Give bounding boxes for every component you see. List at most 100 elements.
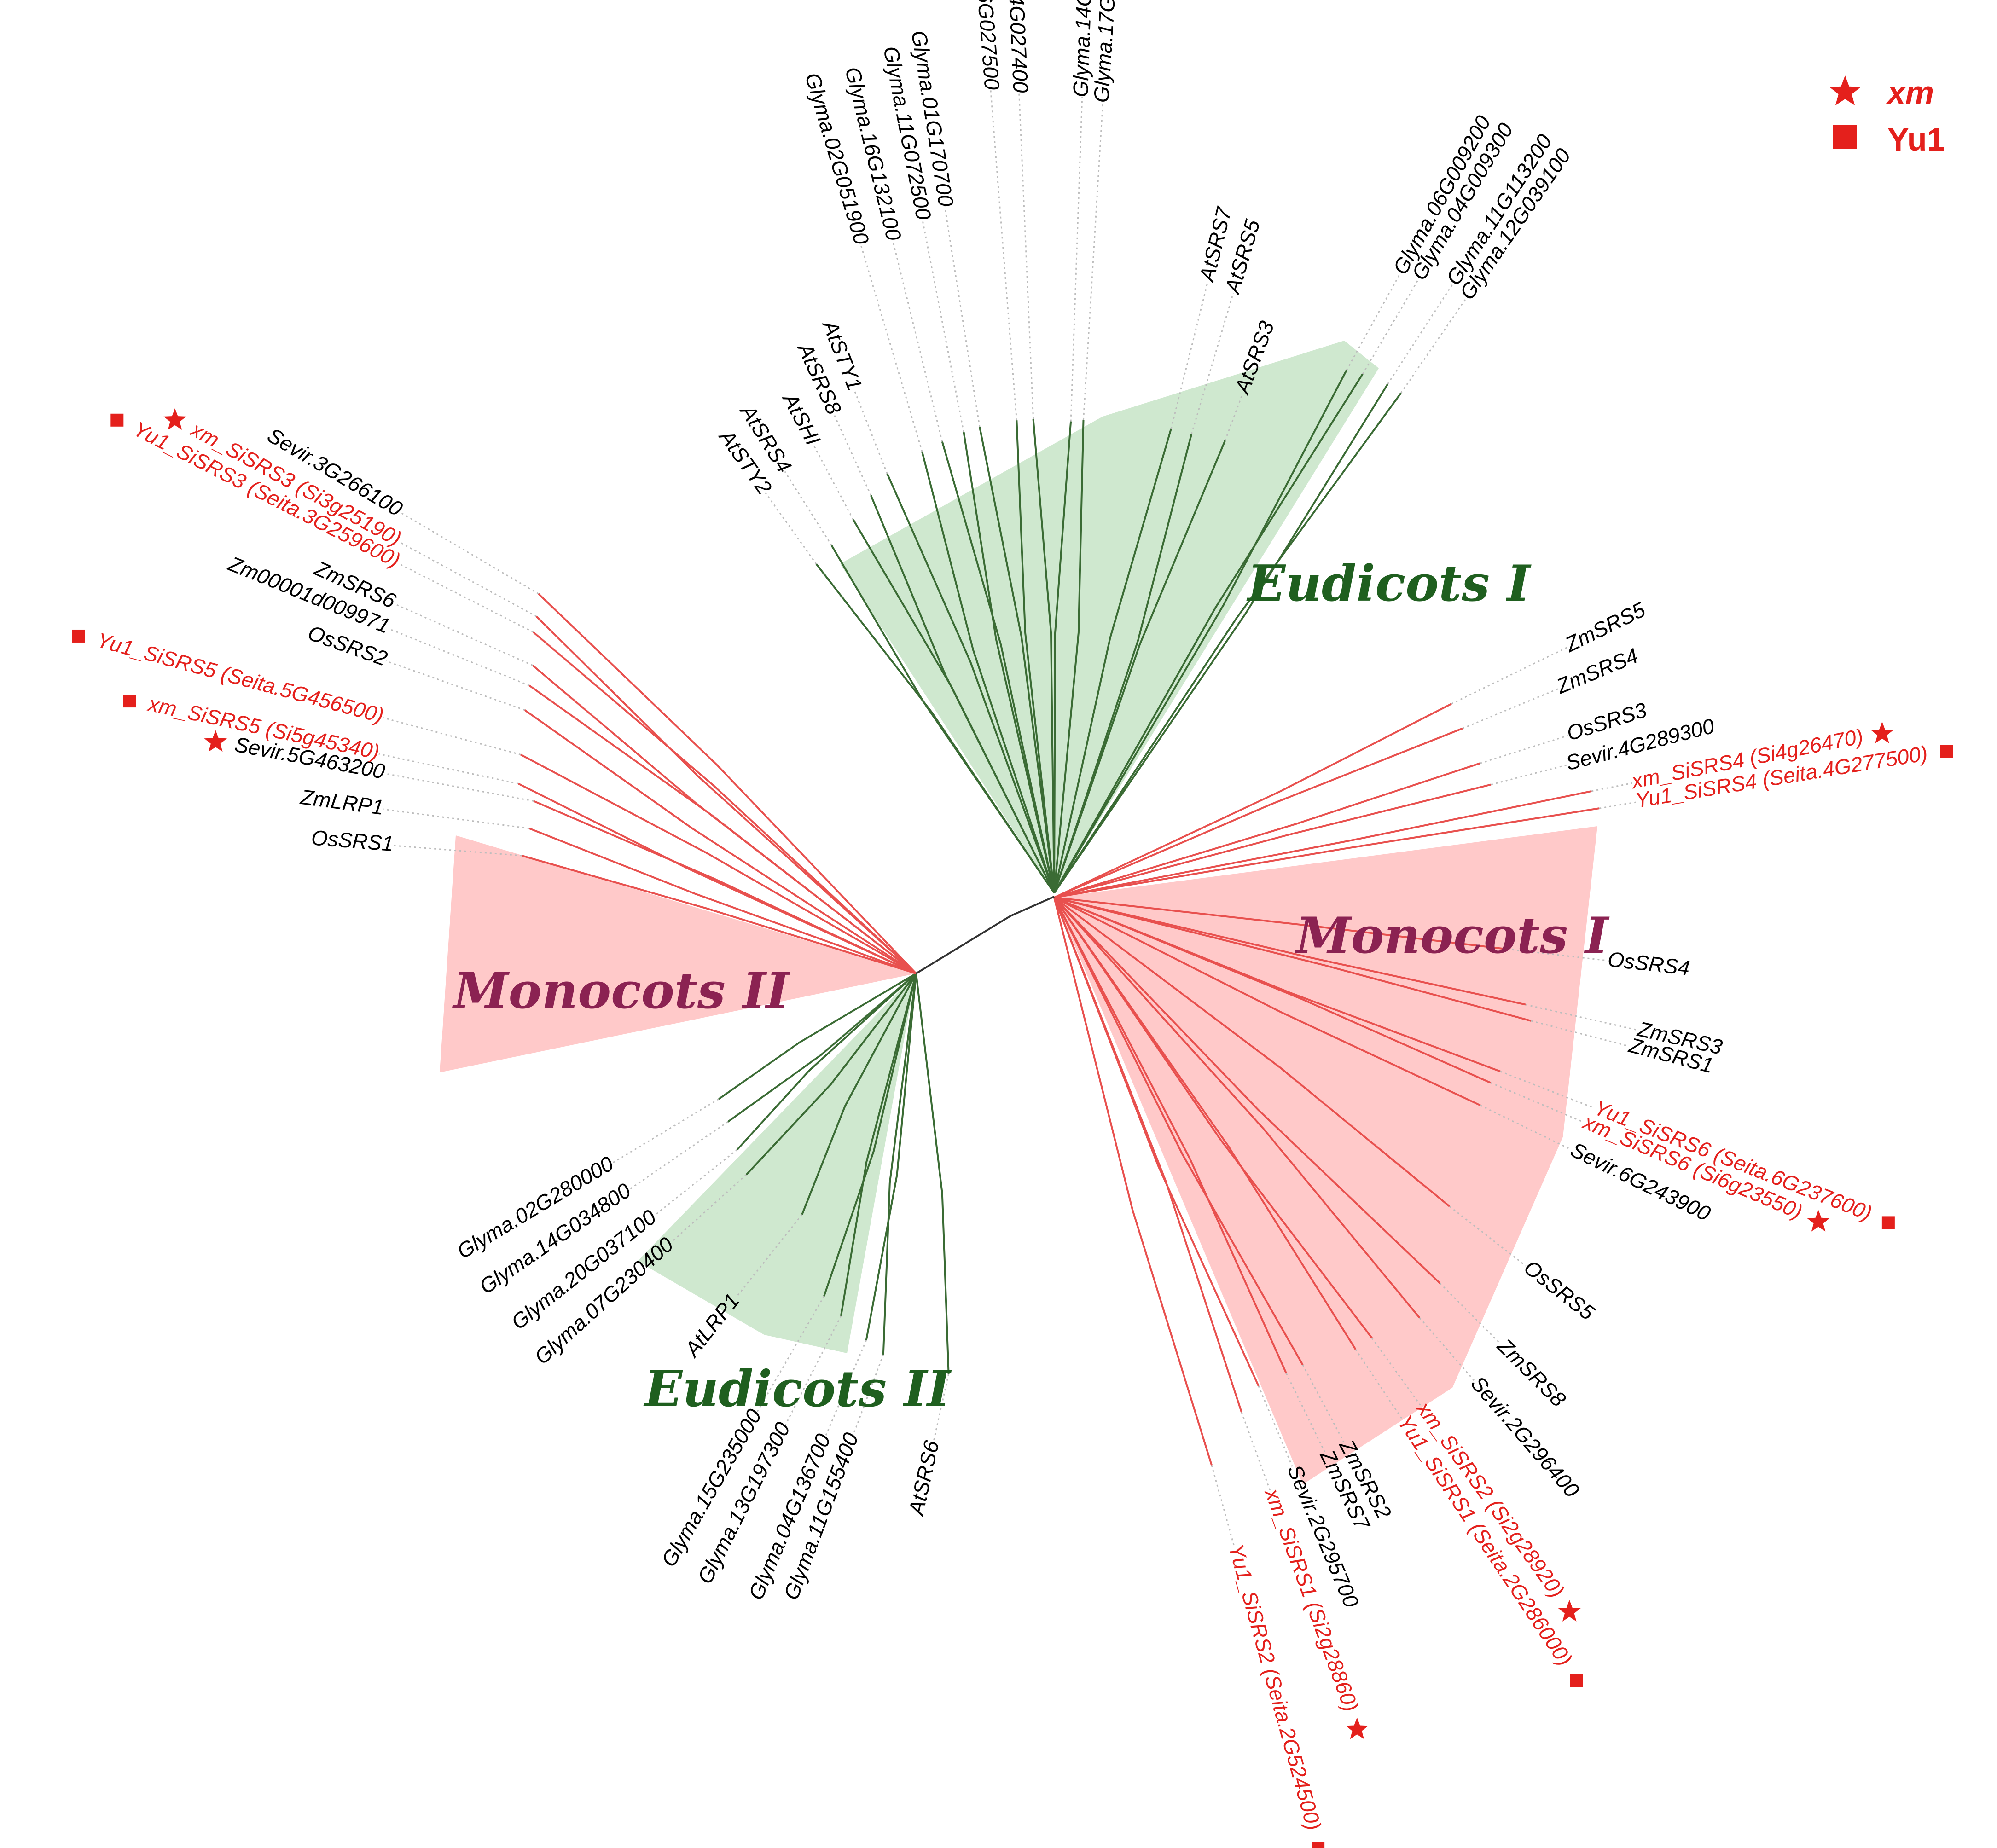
clade-label-eudicots-2: Eudicots II [643,1360,952,1418]
leaf-connector [1371,1338,1421,1406]
leaf-connector [1211,1465,1235,1546]
leaf-connector [1480,1105,1572,1151]
tree-branch [1053,897,1357,1350]
tree-branch [1054,762,1480,898]
leaf-connector [853,389,888,474]
xm-star-icon [1870,721,1894,743]
leaf-connector [1439,1282,1501,1344]
leaf-connector [378,753,519,785]
xm-star-icon [1558,1599,1581,1622]
leaf-connector [399,511,539,595]
tree-branch [1054,897,1491,1084]
tree-branch [1054,897,1507,950]
leaf-connector [1170,281,1209,429]
leaf-connector [765,492,817,565]
leaf-connector [813,444,854,520]
leaf-connector [384,772,534,802]
tree-branch [1032,419,1055,893]
leaf-connector [1449,1205,1527,1267]
leaf-label: ZmSRS4 [1552,643,1641,699]
leaf-connector [1525,1004,1638,1031]
tree-branch [1054,703,1452,898]
leaf-connector [1491,764,1567,786]
leaf-connector [944,206,981,427]
leaf-connector [1490,1082,1585,1123]
legend-square-icon [1833,125,1857,149]
leaf-label: xm_SiSRS2 (Si2g28920) [1411,1396,1569,1602]
leaf-label: OsSRS1 [310,825,394,856]
leaf-label: OsSRS5 [1520,1255,1599,1325]
leaf-label: OsSRS4 [1607,947,1691,980]
yu1-square-icon [110,413,124,427]
tree-branch [727,973,917,1123]
yu1-square-icon [123,695,136,708]
leaf-connector [1507,948,1608,962]
tree-branch [1054,790,1592,898]
legend: xm Yu1 [1829,75,1945,157]
monocots-2-clade-fill [440,835,916,1072]
leaf-connector [1462,688,1559,730]
tree-branch [941,441,1055,893]
leaf-label: Glyma.06G027500 [966,0,1004,91]
leaf-connector [1480,735,1568,764]
tree-branch [529,828,917,974]
tree-branch [532,665,917,974]
leaf-connector [1070,97,1083,422]
leaf-connector [1241,1412,1271,1490]
leaf-connector [1082,103,1104,420]
tree-branch [1053,383,1389,894]
tree-branch [801,973,917,1215]
leaf-connector [1362,278,1420,375]
xm-star-icon [1346,1717,1369,1739]
leaf-connector [1387,283,1454,385]
tree-branch [538,593,917,974]
eudicots-2-clade-fill [638,973,916,1353]
leaf-connector [1346,273,1401,371]
clade-label-eudicots-1: Eudicots I [1246,555,1532,613]
leaf-connector [1531,1020,1630,1047]
leaf-connector [1451,647,1568,705]
tree-branch [524,709,917,974]
leaf-connector [383,808,530,829]
tree-branch [533,631,917,974]
leaf-label: Glyma.04G027400 [1001,0,1033,93]
root-branch [915,896,1055,974]
leaf-connector [629,1121,729,1190]
tree-branch [736,973,917,1151]
leaf-connector [853,1354,884,1435]
legend-yu1-label: Yu1 [1887,122,1945,157]
leaf-connector [397,562,534,633]
xm-star-icon [163,408,186,430]
leaf-connector [670,1174,747,1243]
clade-label-monocots-1: Monocots I [1294,907,1610,965]
tree-branch [1053,419,1085,893]
tree-branch [1053,392,1402,894]
leaf-connector [756,1296,825,1412]
legend-star-icon [1829,75,1861,106]
xm-star-icon [1807,1210,1830,1232]
leaf-connector [1190,292,1234,434]
leaf-connector [860,244,923,452]
eudicots-1-clade-fill [840,341,1379,893]
leaf-label: ZmSRS5 [1561,597,1649,657]
leaf-connector [394,603,533,666]
tree-branch [1053,421,1072,893]
leaf-connector [892,240,943,442]
leaf-connector [612,1098,720,1164]
leaf-connector [825,1340,867,1436]
leaf-connector [398,541,537,617]
tree-branch [535,615,917,974]
yu1-square-icon [1570,1674,1583,1687]
tree-branch [1054,897,1481,1106]
tree-branch [1016,420,1055,893]
tree-branch [963,432,1055,893]
leaf-connector [1500,1071,1595,1109]
leaf-label: Yu1_SiSRS6 (Seita.6G237600) [1591,1095,1875,1225]
tree-branch [921,452,1055,893]
tree-branch [1054,897,1526,1006]
tree-branch [1053,434,1193,893]
leaf-connector [1599,801,1636,809]
tree-branch [886,473,1055,893]
tree-branch [518,782,917,974]
